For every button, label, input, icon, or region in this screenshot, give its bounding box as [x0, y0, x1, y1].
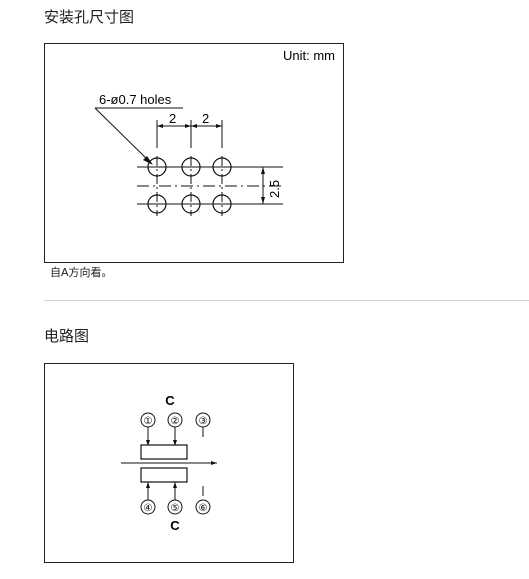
top-contact	[140, 444, 188, 460]
pin-1-label: ①	[144, 416, 153, 427]
pin-4-label: ④	[144, 503, 153, 514]
pitch-arrow-c	[191, 124, 197, 128]
pin-4-arrow	[146, 482, 150, 488]
pin-1-arrow	[146, 440, 150, 446]
pin-3-label: ③	[199, 416, 208, 427]
bottom-contact	[140, 467, 188, 483]
circuit-section-title: 电路图	[44, 327, 90, 345]
pitch-arrow-a	[157, 124, 163, 128]
row-spacing-label: 2.5	[267, 180, 282, 198]
pin-4-circle	[140, 499, 156, 515]
pitch-arrow-d	[216, 124, 222, 128]
pitch-arrow-b	[185, 124, 191, 128]
section-divider	[44, 300, 529, 301]
holes-leader-line	[94, 107, 150, 162]
circuit-diagram: C ① ② ③ ④ ⑤ ⑥ C	[121, 393, 217, 533]
hole-4	[147, 194, 167, 214]
hole-1	[147, 157, 167, 177]
row-spacing-arrow-bottom	[261, 197, 265, 204]
pitch-left-label: 2	[169, 111, 176, 126]
mounting-diagram: Unit: mm 6-ø0.7 holes 2 2	[94, 48, 335, 216]
hole-5	[181, 194, 201, 214]
pin-5-label: ⑤	[171, 503, 180, 514]
hole-6	[212, 194, 232, 214]
pitch-right-label: 2	[202, 111, 209, 126]
hole-3	[212, 157, 232, 177]
hole-2	[181, 157, 201, 177]
unit-label: Unit: mm	[283, 48, 335, 63]
pin-2-label: ②	[171, 416, 180, 427]
mounting-diagram-panel: Unit: mm 6-ø0.7 holes 2 2	[44, 43, 344, 263]
pin-6-circle	[195, 499, 211, 515]
pin-6-label: ⑥	[199, 503, 208, 514]
bottom-common-label: C	[170, 518, 180, 533]
top-common-label: C	[165, 393, 175, 408]
row-spacing-arrow-top	[261, 167, 265, 174]
pin-5-circle	[167, 499, 183, 515]
holes-label: 6-ø0.7 holes	[99, 92, 172, 107]
circuit-diagram-panel: C ① ② ③ ④ ⑤ ⑥ C	[44, 363, 294, 563]
pin-2-arrow	[173, 440, 177, 446]
slider-arrow	[211, 461, 217, 465]
mounting-section-title: 安装孔尺寸图	[44, 8, 135, 26]
pin-5-arrow	[173, 482, 177, 488]
holes-leader-arrow	[143, 156, 153, 165]
view-direction-note: 自A方向看。	[50, 266, 113, 279]
